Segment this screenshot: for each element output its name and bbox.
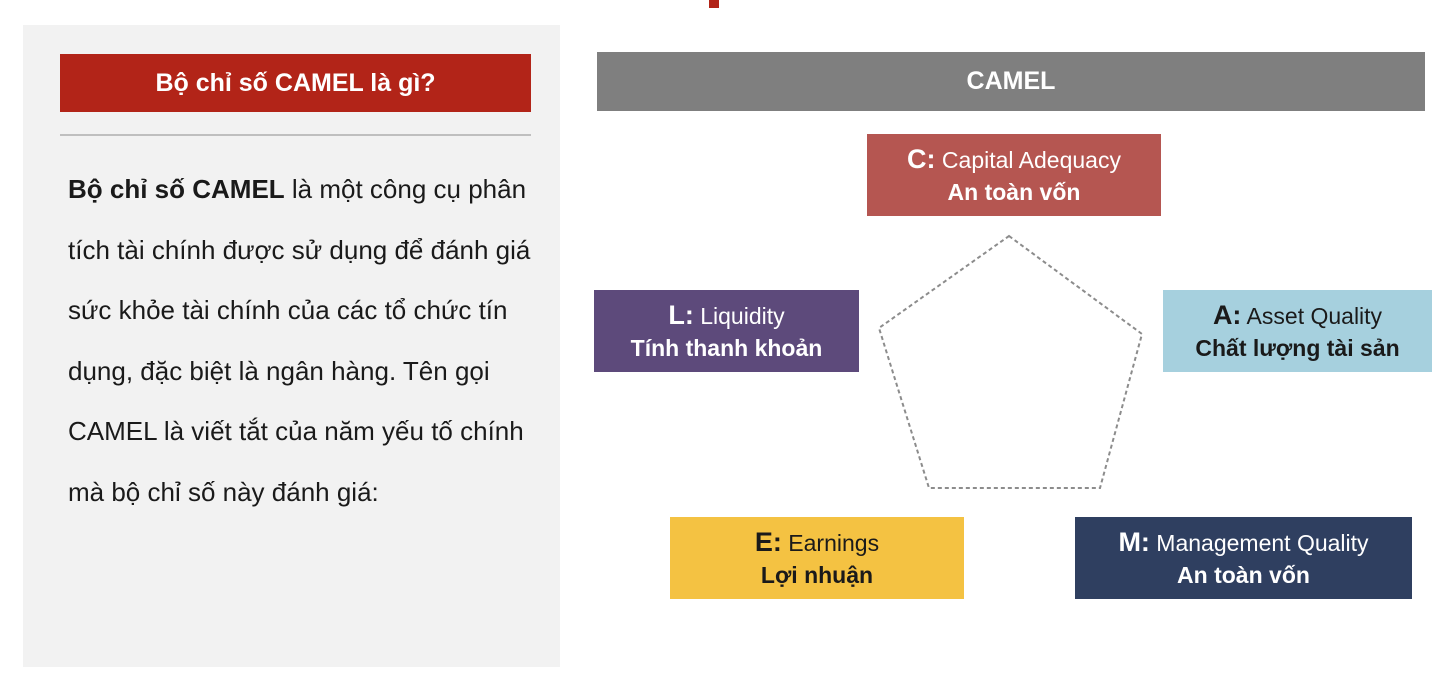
factor-management: M: Management Quality An toàn vốn — [1075, 517, 1412, 599]
factor-earnings-letter: E: — [754, 526, 782, 557]
factor-asset-en-line: A: Asset Quality — [1213, 299, 1382, 332]
factor-liquidity-en: Liquidity — [693, 302, 785, 329]
definition-body: là một công cụ phân tích tài chính được … — [68, 174, 531, 507]
definition-title: Bộ chỉ số CAMEL là gì? — [60, 54, 531, 112]
factor-earnings-en: Earnings — [781, 529, 880, 556]
factor-management-en: Management Quality — [1149, 529, 1369, 556]
factor-liquidity: L: Liquidity Tính thanh khoản — [594, 290, 859, 372]
factor-liquidity-letter: L: — [668, 299, 694, 330]
factor-liquidity-vn: Tính thanh khoản — [630, 334, 823, 361]
factor-asset-en: Asset Quality — [1241, 302, 1383, 329]
factor-management-vn: An toàn vốn — [1177, 561, 1310, 588]
definition-panel: Bộ chỉ số CAMEL là gì? Bộ chỉ số CAMEL l… — [23, 25, 560, 667]
factor-management-letter: M: — [1118, 526, 1150, 557]
factor-capital-en: Capital Adequacy — [935, 146, 1121, 173]
factor-capital-letter: C: — [907, 143, 936, 174]
top-accent-bar — [709, 0, 719, 8]
camel-header: CAMEL — [597, 52, 1425, 111]
factor-earnings-vn: Lợi nhuận — [760, 561, 874, 588]
divider — [60, 134, 531, 136]
factor-earnings-en-line: E: Earnings — [755, 526, 879, 559]
factor-earnings: E: Earnings Lợi nhuận — [670, 517, 964, 599]
definition-bold: Bộ chỉ số CAMEL — [68, 174, 285, 204]
factor-capital-vn: An toàn vốn — [947, 178, 1081, 205]
factor-asset: A: Asset Quality Chất lượng tài sản — [1163, 290, 1432, 372]
factor-asset-letter: A: — [1212, 299, 1242, 330]
factor-capital: C: Capital Adequacy An toàn vốn — [867, 134, 1161, 216]
factor-management-en-line: M: Management Quality — [1118, 526, 1368, 559]
factor-liquidity-en-line: L: Liquidity — [668, 299, 784, 332]
factor-capital-en-line: C: Capital Adequacy — [907, 143, 1121, 176]
definition-text: Bộ chỉ số CAMEL là một công cụ phân tích… — [68, 159, 538, 522]
factor-asset-vn: Chất lượng tài sản — [1195, 334, 1400, 361]
pentagon-shape — [877, 234, 1144, 489]
